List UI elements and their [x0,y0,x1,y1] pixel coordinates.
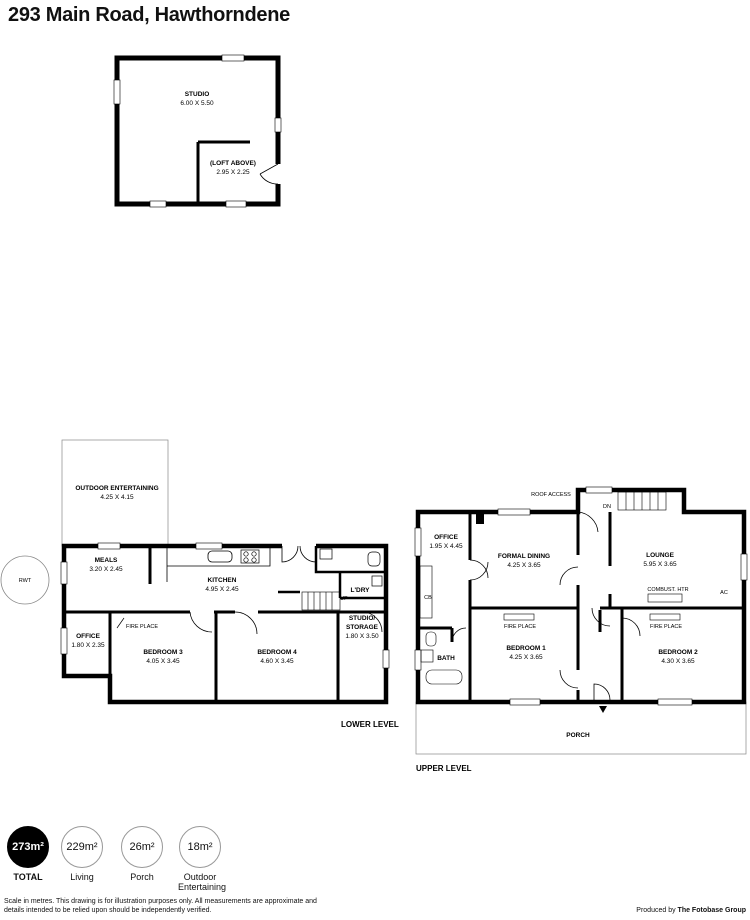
studio-storage-label1: STUDIO/ [349,615,376,622]
stat-outdoor: 18m² Outdoor Entertaining [178,826,226,892]
studio-window-left [113,79,121,105]
upper-outer-walls [415,487,747,705]
studio-label: STUDIO [185,91,210,98]
upper-office-dims: 1.95 X 4.45 [429,543,463,550]
meals-label: MEALS [95,557,118,564]
stairs-up-label: UP [340,596,348,602]
stat-outdoor-label2: Entertaining [178,882,227,892]
stat-outdoor-value: 18m² [179,826,221,868]
toilet [367,551,381,567]
studio-storage-dims: 1.80 X 3.50 [345,633,379,640]
bedroom2-label: BEDROOM 2 [658,649,698,656]
loft-dims: 2.95 X 2.25 [216,169,250,176]
kitchen-sink [207,550,233,563]
formal-dining-dims: 4.25 X 3.65 [507,562,541,569]
lower-fireplace-label: FIRE PLACE [126,624,158,630]
studio-window-bottom1 [149,200,167,208]
studio-storage-label2: STORAGE [346,624,379,631]
kitchen-label: KITCHEN [208,577,237,584]
stat-living-label: Living [70,872,94,882]
combust-htr-label: COMBUST. HTR [647,587,688,593]
disclaimer: Scale in metres. This drawing is for ill… [4,898,317,914]
porch-area [415,701,747,755]
stairs-dn-label: DN [603,504,611,510]
cooktop [240,549,260,564]
studio-window-top [221,54,245,62]
stat-total-value: 273m² [7,826,49,868]
ac-label: AC [720,590,728,596]
page-title: 293 Main Road, Hawthorndene [8,4,290,26]
bathtub [425,669,463,685]
bedroom1-dims: 4.25 X 3.65 [509,654,543,661]
loft-label: (LOFT ABOVE) [210,160,256,167]
lounge-label: LOUNGE [646,552,674,559]
laundry-label: L'DRY [351,587,371,594]
stat-total: 273m² TOTAL [6,826,50,882]
porch-label: PORCH [566,732,590,739]
cb-label: CB [424,595,432,601]
upper-level-plan: PORCH ROOF ACCESS DN [414,486,748,773]
studio-dims: 6.00 X 5.50 [180,100,214,107]
producer-name: The Fotobase Group [677,907,746,914]
lower-office-label: OFFICE [76,633,100,640]
stat-porch-value: 26m² [121,826,163,868]
bedroom2-dims: 4.30 X 3.65 [661,658,695,665]
laundry-tub [319,548,333,560]
outdoor-dims: 4.25 X 4.15 [100,494,134,501]
lower-level-label: LOWER LEVEL [341,720,399,729]
bedroom3-label: BEDROOM 3 [143,649,183,656]
stat-porch-label: Porch [130,872,154,882]
area-stats: 273m² TOTAL 229m² Living 26m² Porch 18m²… [6,826,246,892]
stat-outdoor-label1: Outdoor [183,872,217,882]
studio-door-swing [259,163,279,185]
kitchen-bench [166,548,271,582]
upper-level-label: UPPER LEVEL [416,764,472,773]
rwt-tank [0,555,50,605]
producer-credit: Produced by The Fotobase Group [636,907,746,914]
stat-living-value: 229m² [61,826,103,868]
lower-office-dims: 1.80 X 2.35 [71,642,105,649]
roof-access-label: ROOF ACCESS [531,492,571,498]
bedroom4-label: BEDROOM 4 [257,649,297,656]
upper-office-label: OFFICE [434,534,458,541]
studio-window-right [274,117,282,133]
studio-window-bottom2 [225,200,247,208]
bedroom3-dims: 4.05 X 3.45 [146,658,180,665]
stat-living: 229m² Living [60,826,104,882]
upper-toilet [425,631,437,647]
lounge-dims: 5.95 X 3.65 [643,561,677,568]
stat-porch: 26m² Porch [120,826,164,882]
stat-outdoor-label: Outdoor Entertaining [178,872,226,892]
outdoor-area [61,439,169,547]
bedroom1-label: BEDROOM 1 [506,645,546,652]
producer-prefix: Produced by [636,907,676,914]
outdoor-label: OUTDOOR ENTERTAINING [75,485,158,492]
roof-stairs [617,491,667,511]
bath-label: BATH [437,655,455,662]
stat-total-label: TOTAL [13,872,43,882]
rwt-label: RWT [19,578,32,584]
kitchen-dims: 4.95 X 2.45 [205,586,239,593]
meals-dims: 3.20 X 2.45 [89,566,123,573]
formal-dining-label: FORMAL DINING [498,553,550,560]
floor-plan: STUDIO 6.00 X 5.50 (LOFT ABOVE) 2.95 X 2… [0,54,748,773]
studio-building: STUDIO 6.00 X 5.50 (LOFT ABOVE) 2.95 X 2… [113,54,282,208]
upper-basin [420,649,434,663]
bedroom1-fireplace: FIRE PLACE [504,624,536,630]
bedroom4-dims: 4.60 X 3.45 [260,658,294,665]
bedroom2-fireplace: FIRE PLACE [650,624,682,630]
entry-arrow-icon [599,706,607,713]
lower-stairs [301,591,341,611]
lower-level-plan: OUTDOOR ENTERTAINING 4.25 X 4.15 RWT [0,439,399,729]
